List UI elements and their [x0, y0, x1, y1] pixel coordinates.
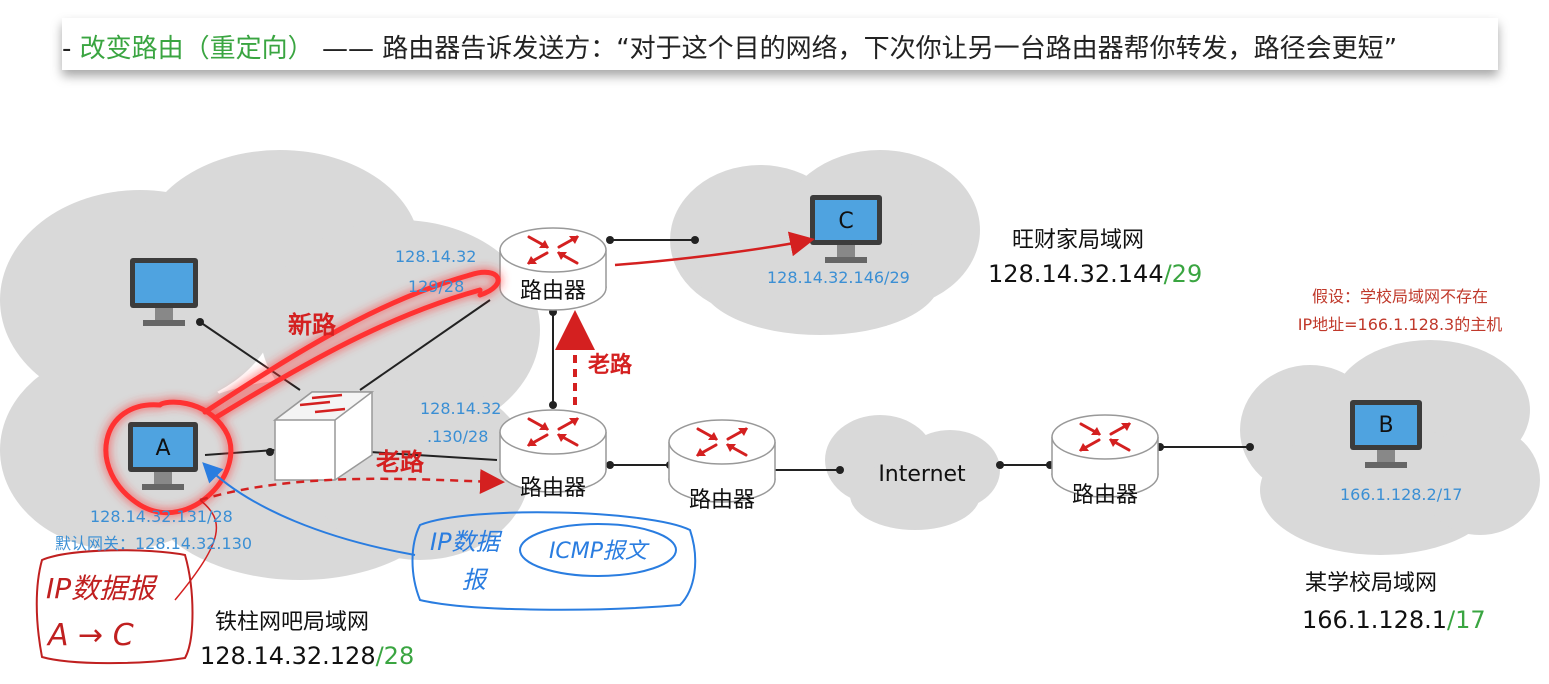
network-school-name: 某学校局域网 — [1305, 571, 1437, 596]
host-a-gateway: 默认网关：128.14.32.130 — [55, 534, 252, 553]
ip-datagram-box — [35, 549, 194, 665]
cloud-school — [1240, 340, 1540, 555]
header-text: - 改变路由（重定向） —— 路由器告诉发送方：“对于这个目的网络，下次你让另一… — [62, 28, 1397, 65]
header-definition: 路由器告诉发送方：“对于这个目的网络，下次你让另一台路由器帮你转发，路径会更短” — [382, 34, 1398, 64]
internet-label: Internet — [878, 462, 966, 487]
router-right-of-middle — [668, 419, 776, 503]
old-path-horizontal-arrow — [199, 469, 505, 502]
icmp-message-label: ICMP报文 — [549, 539, 650, 564]
cloud-internet — [825, 415, 1000, 530]
header-dash: —— — [321, 34, 374, 64]
ip-datagram-note-line2: A → C — [46, 618, 134, 653]
router-school — [1051, 414, 1159, 498]
host-b-ip: 166.1.128.2/17 — [1340, 485, 1462, 504]
blue-ip-datagram-line2: 报 — [462, 566, 489, 594]
network-wangcai-address: 128.14.32.144/29 — [988, 260, 1202, 288]
new-path-label: 新路 — [288, 311, 337, 339]
host-a-ip: 128.14.32.131/28 — [90, 507, 233, 526]
router-top-ip-line1: 128.14.32 — [395, 247, 476, 266]
router-mid-ip-line1: 128.14.32 — [420, 399, 501, 418]
old-path-horizontal-label: 老路 — [376, 448, 425, 476]
router-school-label: 路由器 — [1072, 483, 1138, 508]
switch-icon — [272, 391, 375, 481]
links — [199, 239, 1250, 471]
assumption-line2: IP地址=166.1.128.3的主机 — [1298, 315, 1502, 334]
new-path-highlight — [103, 269, 501, 515]
router-top — [499, 227, 607, 311]
router-middle-label: 路由器 — [520, 476, 586, 501]
router-right-label: 路由器 — [689, 488, 755, 513]
router-mid-ip-line2: .130/28 — [427, 427, 488, 446]
host-a-label: A — [155, 436, 170, 461]
router-top-label: 路由器 — [520, 279, 586, 304]
header-term: 改变路由（重定向） — [79, 34, 314, 64]
icmp-return-arrow — [202, 462, 416, 556]
computer-icon-c — [810, 195, 882, 263]
header-banner: - 改变路由（重定向） —— 路由器告诉发送方：“对于这个目的网络，下次你让另一… — [62, 18, 1498, 70]
network-wangcai-name: 旺财家局域网 — [1012, 228, 1144, 253]
host-c-ip: 128.14.32.146/29 — [767, 268, 910, 287]
icmp-oval — [519, 523, 677, 577]
old-path-vertical-label: 老路 — [587, 352, 633, 378]
blue-ip-datagram-line1: IP数据 — [430, 528, 503, 556]
ip-datagram-note-line1: IP数据报 — [46, 572, 158, 605]
network-school-address: 166.1.128.1/17 — [1302, 606, 1486, 634]
assumption-line1: 假设：学校局域网不存在 — [1312, 287, 1488, 306]
host-c-label: C — [838, 209, 853, 234]
computer-icon-b — [1350, 400, 1422, 468]
router-top-ip-line2: 129/28 — [408, 277, 464, 296]
network-tiezhu-address: 128.14.32.128/28 — [200, 642, 414, 670]
header-bullet: - — [62, 34, 72, 64]
computer-icon-a — [128, 422, 198, 490]
computer-icon-unlabeled — [130, 258, 198, 326]
router-to-c-arrow — [614, 231, 815, 267]
host-b-label: B — [1378, 413, 1393, 438]
network-tiezhu-name: 铁柱网吧局域网 — [215, 610, 369, 635]
router-middle — [499, 409, 607, 493]
blue-note-box — [411, 511, 697, 611]
